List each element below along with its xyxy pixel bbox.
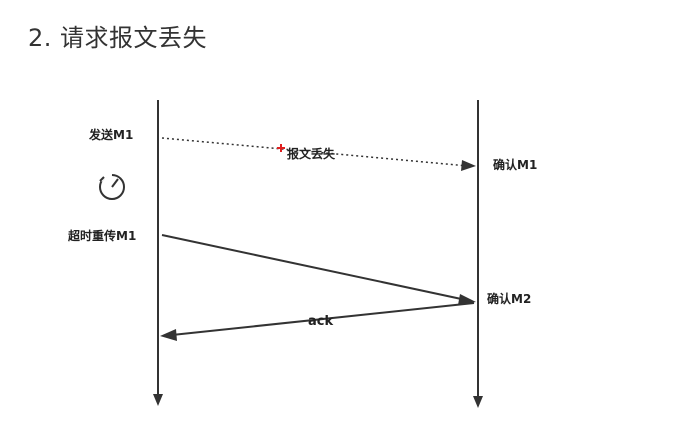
- ack-arrowhead: [160, 329, 177, 341]
- confirm-first-label: 确认M1: [493, 157, 537, 172]
- lost-label: 报文丢失: [287, 146, 336, 161]
- retransmit-arrow: [161, 234, 467, 301]
- cross-mark-icon: [277, 144, 285, 152]
- lost-message-arrow: [161, 137, 469, 167]
- retransmit-arrowhead: [458, 294, 476, 305]
- ack-arrow: [171, 302, 475, 336]
- send-label: 发送M1: [88, 127, 133, 142]
- lost-message-arrowhead: [461, 160, 476, 171]
- client-lifeline-arrow: [153, 394, 163, 406]
- ack-label: ack: [308, 314, 333, 329]
- server-lifeline-arrow: [473, 396, 483, 408]
- confirm-second-label: 确认M2: [487, 291, 531, 306]
- timer-icon: [99, 173, 125, 200]
- page-title: 2. 请求报文丢失: [28, 24, 208, 52]
- retransmit-label: 超时重传M1: [67, 228, 136, 243]
